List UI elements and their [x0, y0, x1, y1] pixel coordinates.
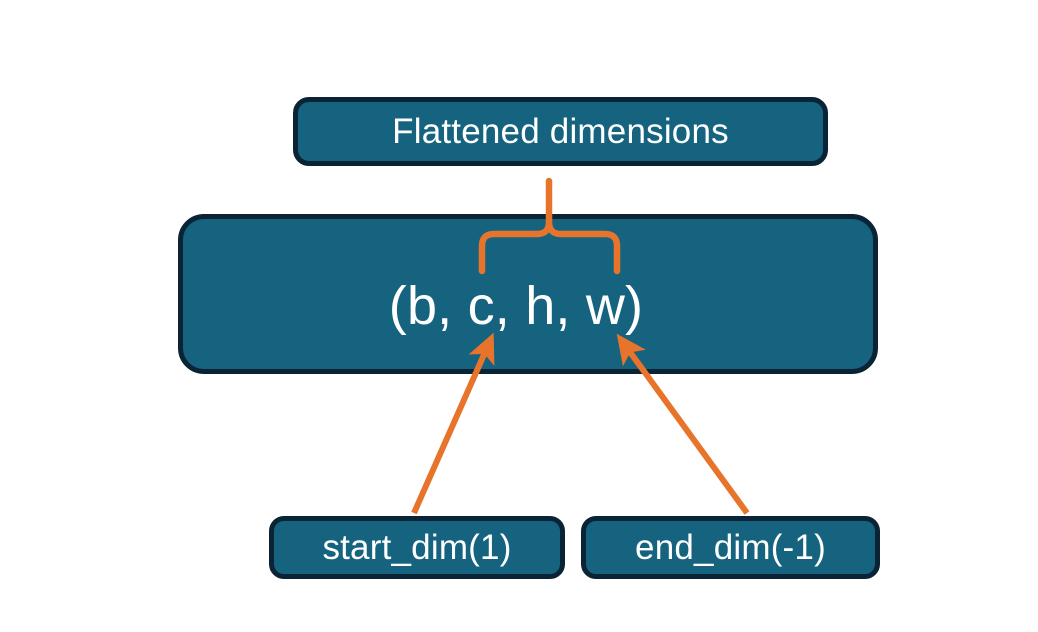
end-dim-label: end_dim(-1): [635, 528, 826, 567]
flattened-dimensions-label: Flattened dimensions: [392, 112, 729, 151]
flattened-dimensions-box[interactable]: Flattened dimensions: [293, 97, 828, 166]
tensor-shape-label: (b, c, h, w): [388, 276, 644, 336]
tensor-shape-box[interactable]: (b, c, h, w): [178, 214, 878, 374]
end-dim-box[interactable]: end_dim(-1): [581, 516, 880, 579]
start-dim-label: start_dim(1): [322, 528, 512, 567]
start-dim-box[interactable]: start_dim(1): [269, 516, 565, 579]
